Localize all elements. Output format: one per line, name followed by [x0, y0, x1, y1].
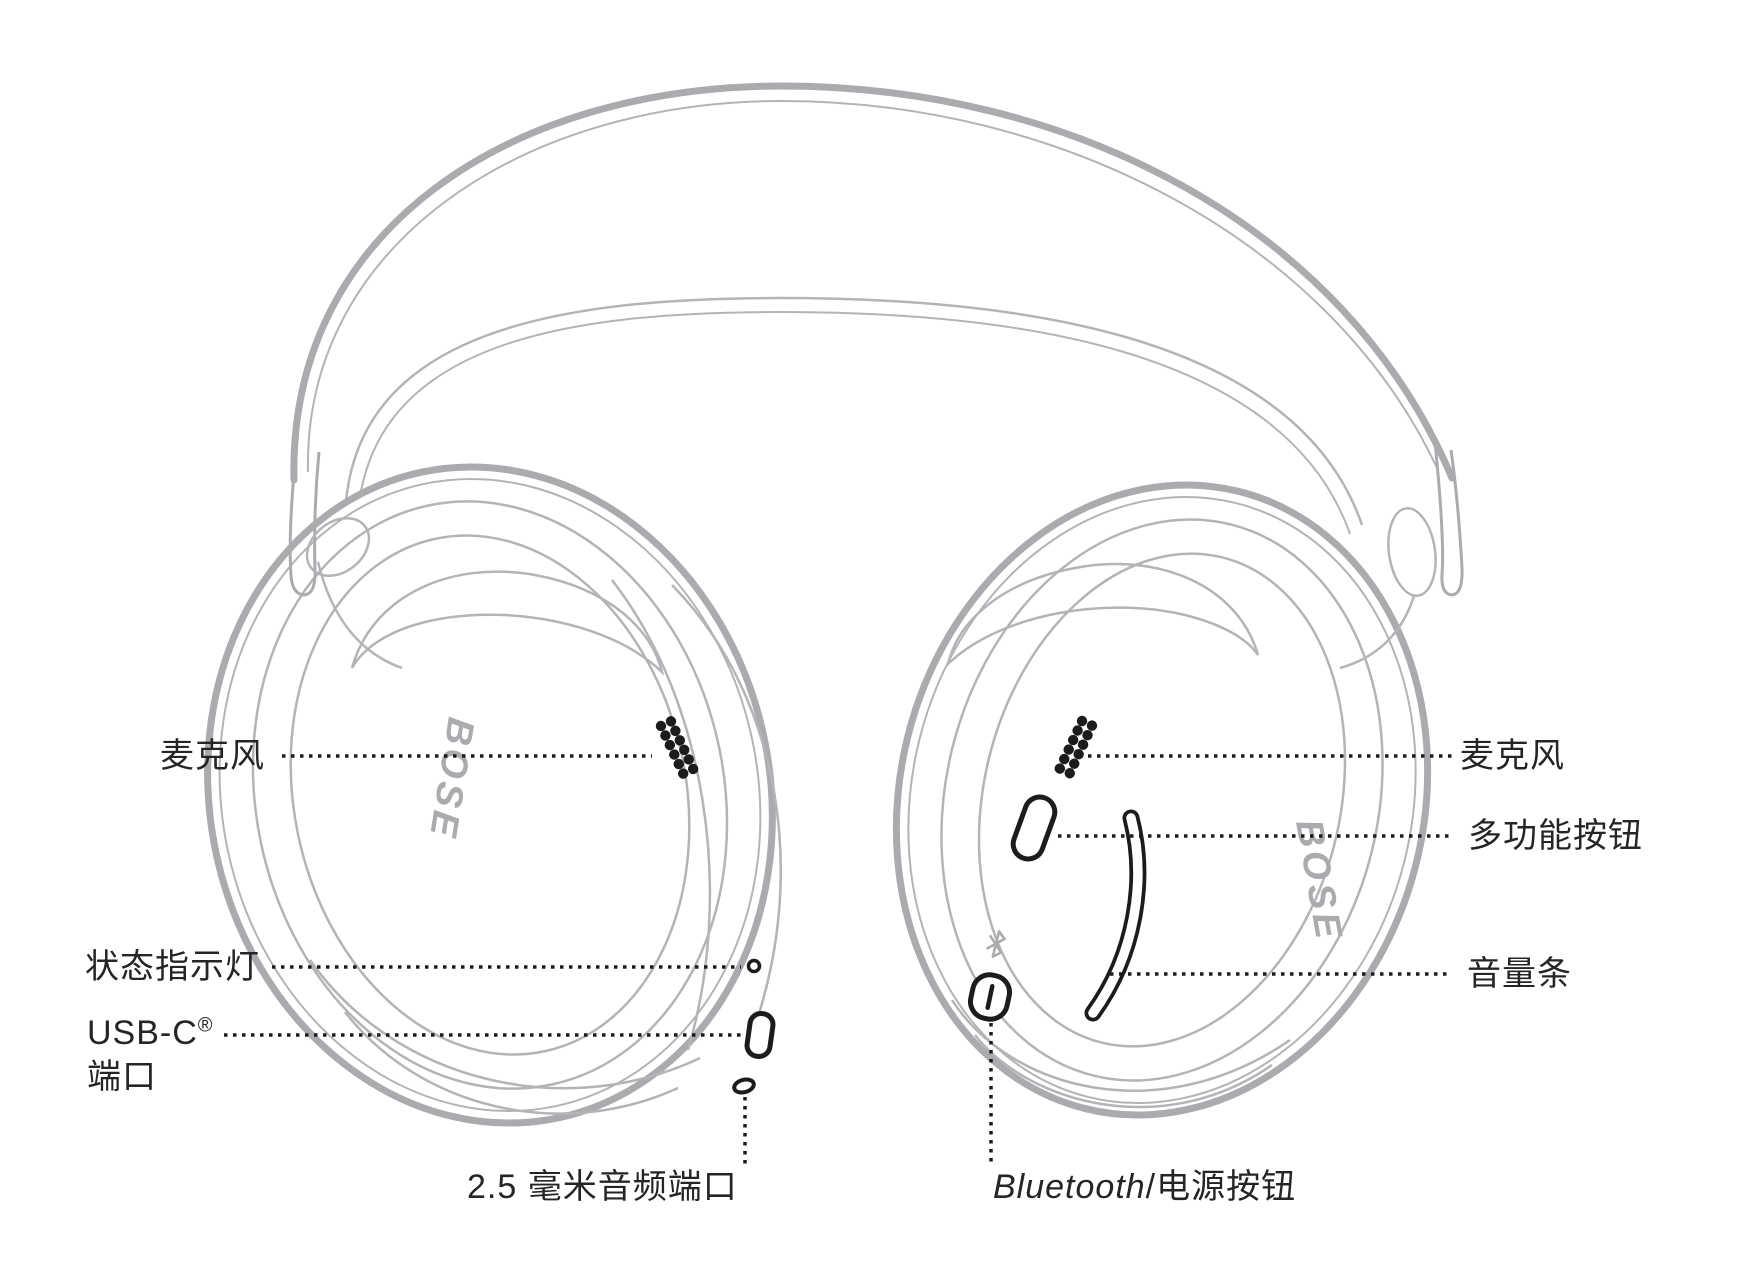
- status-led-icon: [746, 958, 762, 974]
- label-volume-strip: 音量条: [1467, 955, 1572, 993]
- right-earcup: BOSE: [892, 481, 1432, 1119]
- mic-grill-right-icon: [1054, 715, 1098, 779]
- label-multifunction-button: 多功能按钮: [1468, 817, 1643, 855]
- callout-lines: [224, 754, 1452, 1164]
- audio-port-icon: [732, 1077, 756, 1095]
- label-usb-port: USB-C® 端口: [87, 1007, 214, 1096]
- left-cushion-crescent: [350, 570, 665, 676]
- left-earcup: BOSE: [204, 463, 783, 1127]
- label-usb-line1: USB-C: [87, 1014, 198, 1053]
- headband: [290, 82, 1456, 535]
- label-usb-line2: 端口: [87, 1058, 157, 1097]
- yokes: [288, 439, 1464, 670]
- label-right-mic: 麦克风: [1460, 737, 1565, 775]
- label-status-light: 状态指示灯: [85, 948, 260, 986]
- bluetooth-power-button-icon: [967, 972, 1013, 1022]
- right-cushion-crescent: [945, 562, 1260, 668]
- label-audio-port: 2.5 毫米音频端口: [467, 1168, 738, 1206]
- registered-mark: ®: [197, 1015, 214, 1037]
- multifunction-button-icon: [1010, 794, 1058, 862]
- volume-strip-icon: [1084, 809, 1147, 1022]
- label-left-mic: 麦克风: [160, 737, 265, 775]
- bluetooth-symbol-icon: [985, 930, 1006, 958]
- label-power-word: /电源按钮: [1145, 1168, 1297, 1206]
- label-bt-power-button: Bluetooth/电源按钮: [993, 1168, 1296, 1206]
- mic-grill-left-icon: [655, 716, 699, 779]
- usb-c-port-icon: [744, 1011, 776, 1059]
- label-bt-word: Bluetooth: [993, 1168, 1146, 1206]
